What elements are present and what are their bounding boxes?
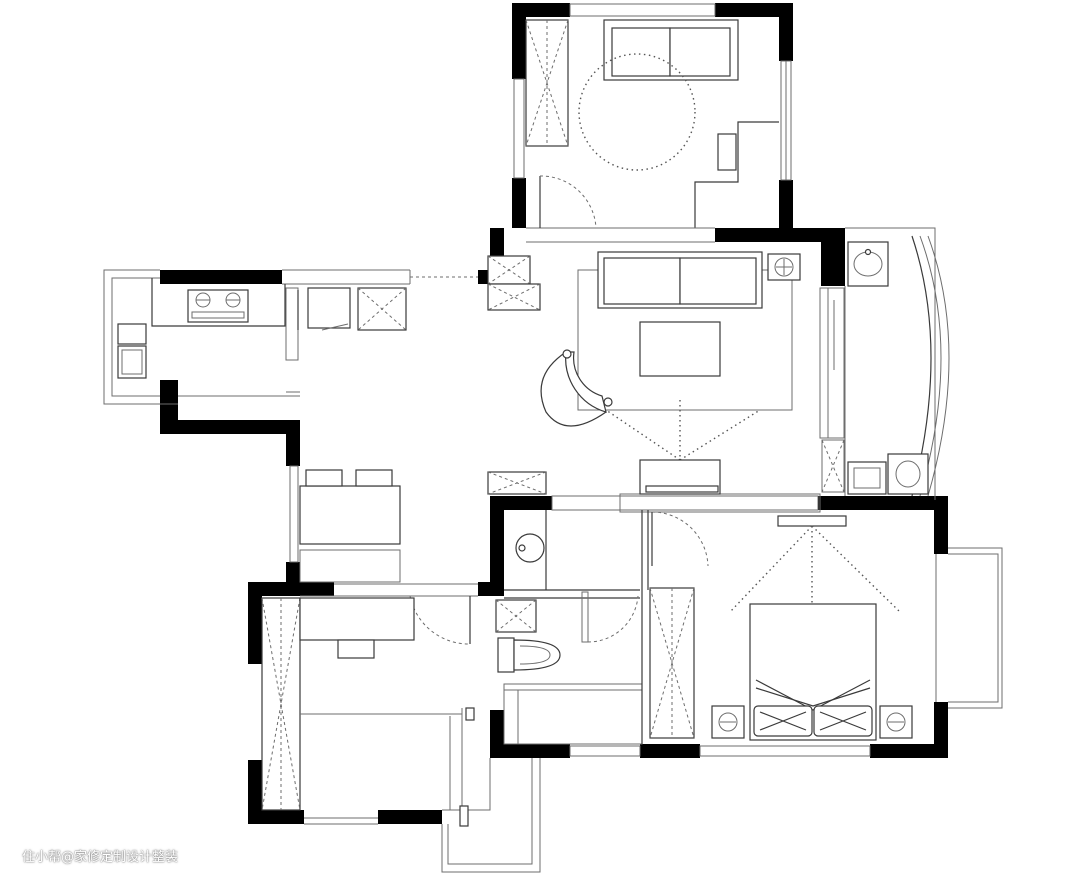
balcony-laundry bbox=[821, 241, 929, 495]
bathroom bbox=[497, 533, 561, 673]
study-bedroom bbox=[299, 597, 475, 827]
master-bedroom bbox=[711, 525, 913, 741]
kitchen bbox=[117, 287, 351, 379]
watermark: 住小帮@家修定制设计整装 bbox=[22, 850, 179, 865]
top-bedroom-furniture bbox=[578, 19, 739, 171]
door-swings bbox=[300, 175, 709, 810]
wardrobes bbox=[261, 19, 695, 811]
living-room bbox=[540, 251, 801, 495]
dining-area bbox=[299, 469, 401, 583]
walls bbox=[160, 3, 948, 824]
